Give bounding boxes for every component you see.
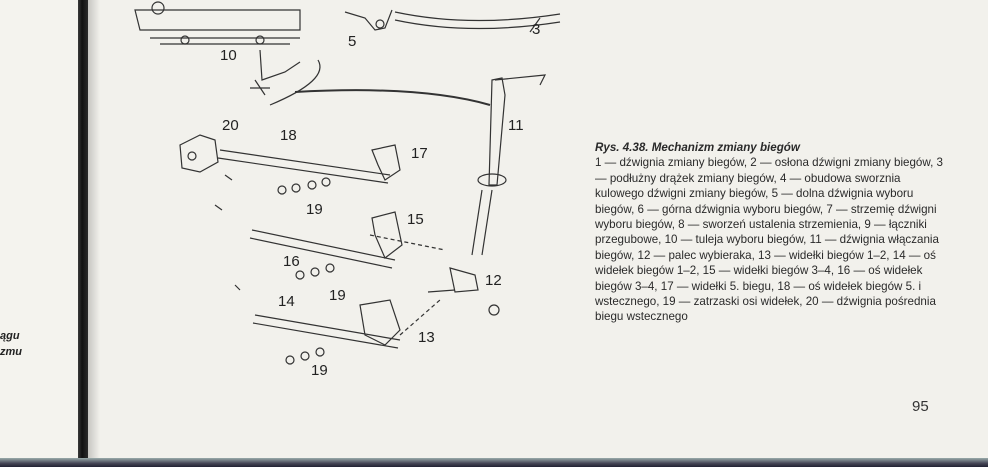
selector-finger-drawing [449, 267, 479, 293]
part-label-19: 19 [329, 287, 346, 304]
rail-1-2-drawing [252, 314, 401, 349]
rail-3-4-drawing [249, 229, 396, 269]
part-label-18: 18 [280, 127, 297, 144]
part-label-17: 17 [411, 145, 428, 162]
gear-engagement-lever-drawing [488, 77, 506, 186]
gear-shift-mechanism-diagram: 3 5 10 11 12 13 14 15 16 17 18 19 19 19 … [134, 1, 561, 379]
part-label-16: 16 [283, 253, 300, 270]
shift-rod-drawing [394, 11, 561, 22]
part-label-5: 5 [348, 33, 356, 50]
part-label-11: 11 [508, 117, 524, 134]
part-label-14: 14 [278, 293, 295, 310]
page-number: 95 [912, 398, 929, 415]
part-label-12: 12 [485, 272, 502, 289]
fork-5th-gear-drawing [371, 144, 401, 181]
part-label-13: 13 [418, 329, 435, 346]
book-spine [78, 0, 88, 467]
part-label-10: 10 [220, 47, 237, 64]
fork-1-2-drawing [359, 299, 401, 346]
left-page-text-fragment: ągu [0, 330, 20, 342]
page-bottom-edge [0, 458, 988, 467]
lower-selector-lever-drawing [344, 9, 393, 31]
linkage-assembly-drawing [134, 9, 301, 31]
part-label-3: 3 [532, 21, 540, 38]
fork-3-4-drawing [371, 211, 403, 259]
part-label-20: 20 [222, 117, 239, 134]
rail-5th-reverse-drawing [217, 149, 391, 184]
figure-caption: Rys. 4.38. Mechanizm zmiany biegów 1 — d… [595, 140, 943, 325]
part-label-19: 19 [306, 201, 323, 218]
left-page-text-fragment: zmu [0, 346, 22, 358]
part-label-15: 15 [407, 211, 424, 228]
caption-title: Rys. 4.38. Mechanizm zmiany biegów [595, 141, 800, 154]
part-label-19: 19 [311, 362, 328, 379]
spine-shadow [88, 0, 100, 467]
caption-body: 1 — dźwignia zmiany biegów, 2 — osłona d… [595, 156, 943, 324]
reverse-intermediate-lever-drawing [179, 134, 219, 173]
left-page: ągu zmu [0, 0, 78, 467]
